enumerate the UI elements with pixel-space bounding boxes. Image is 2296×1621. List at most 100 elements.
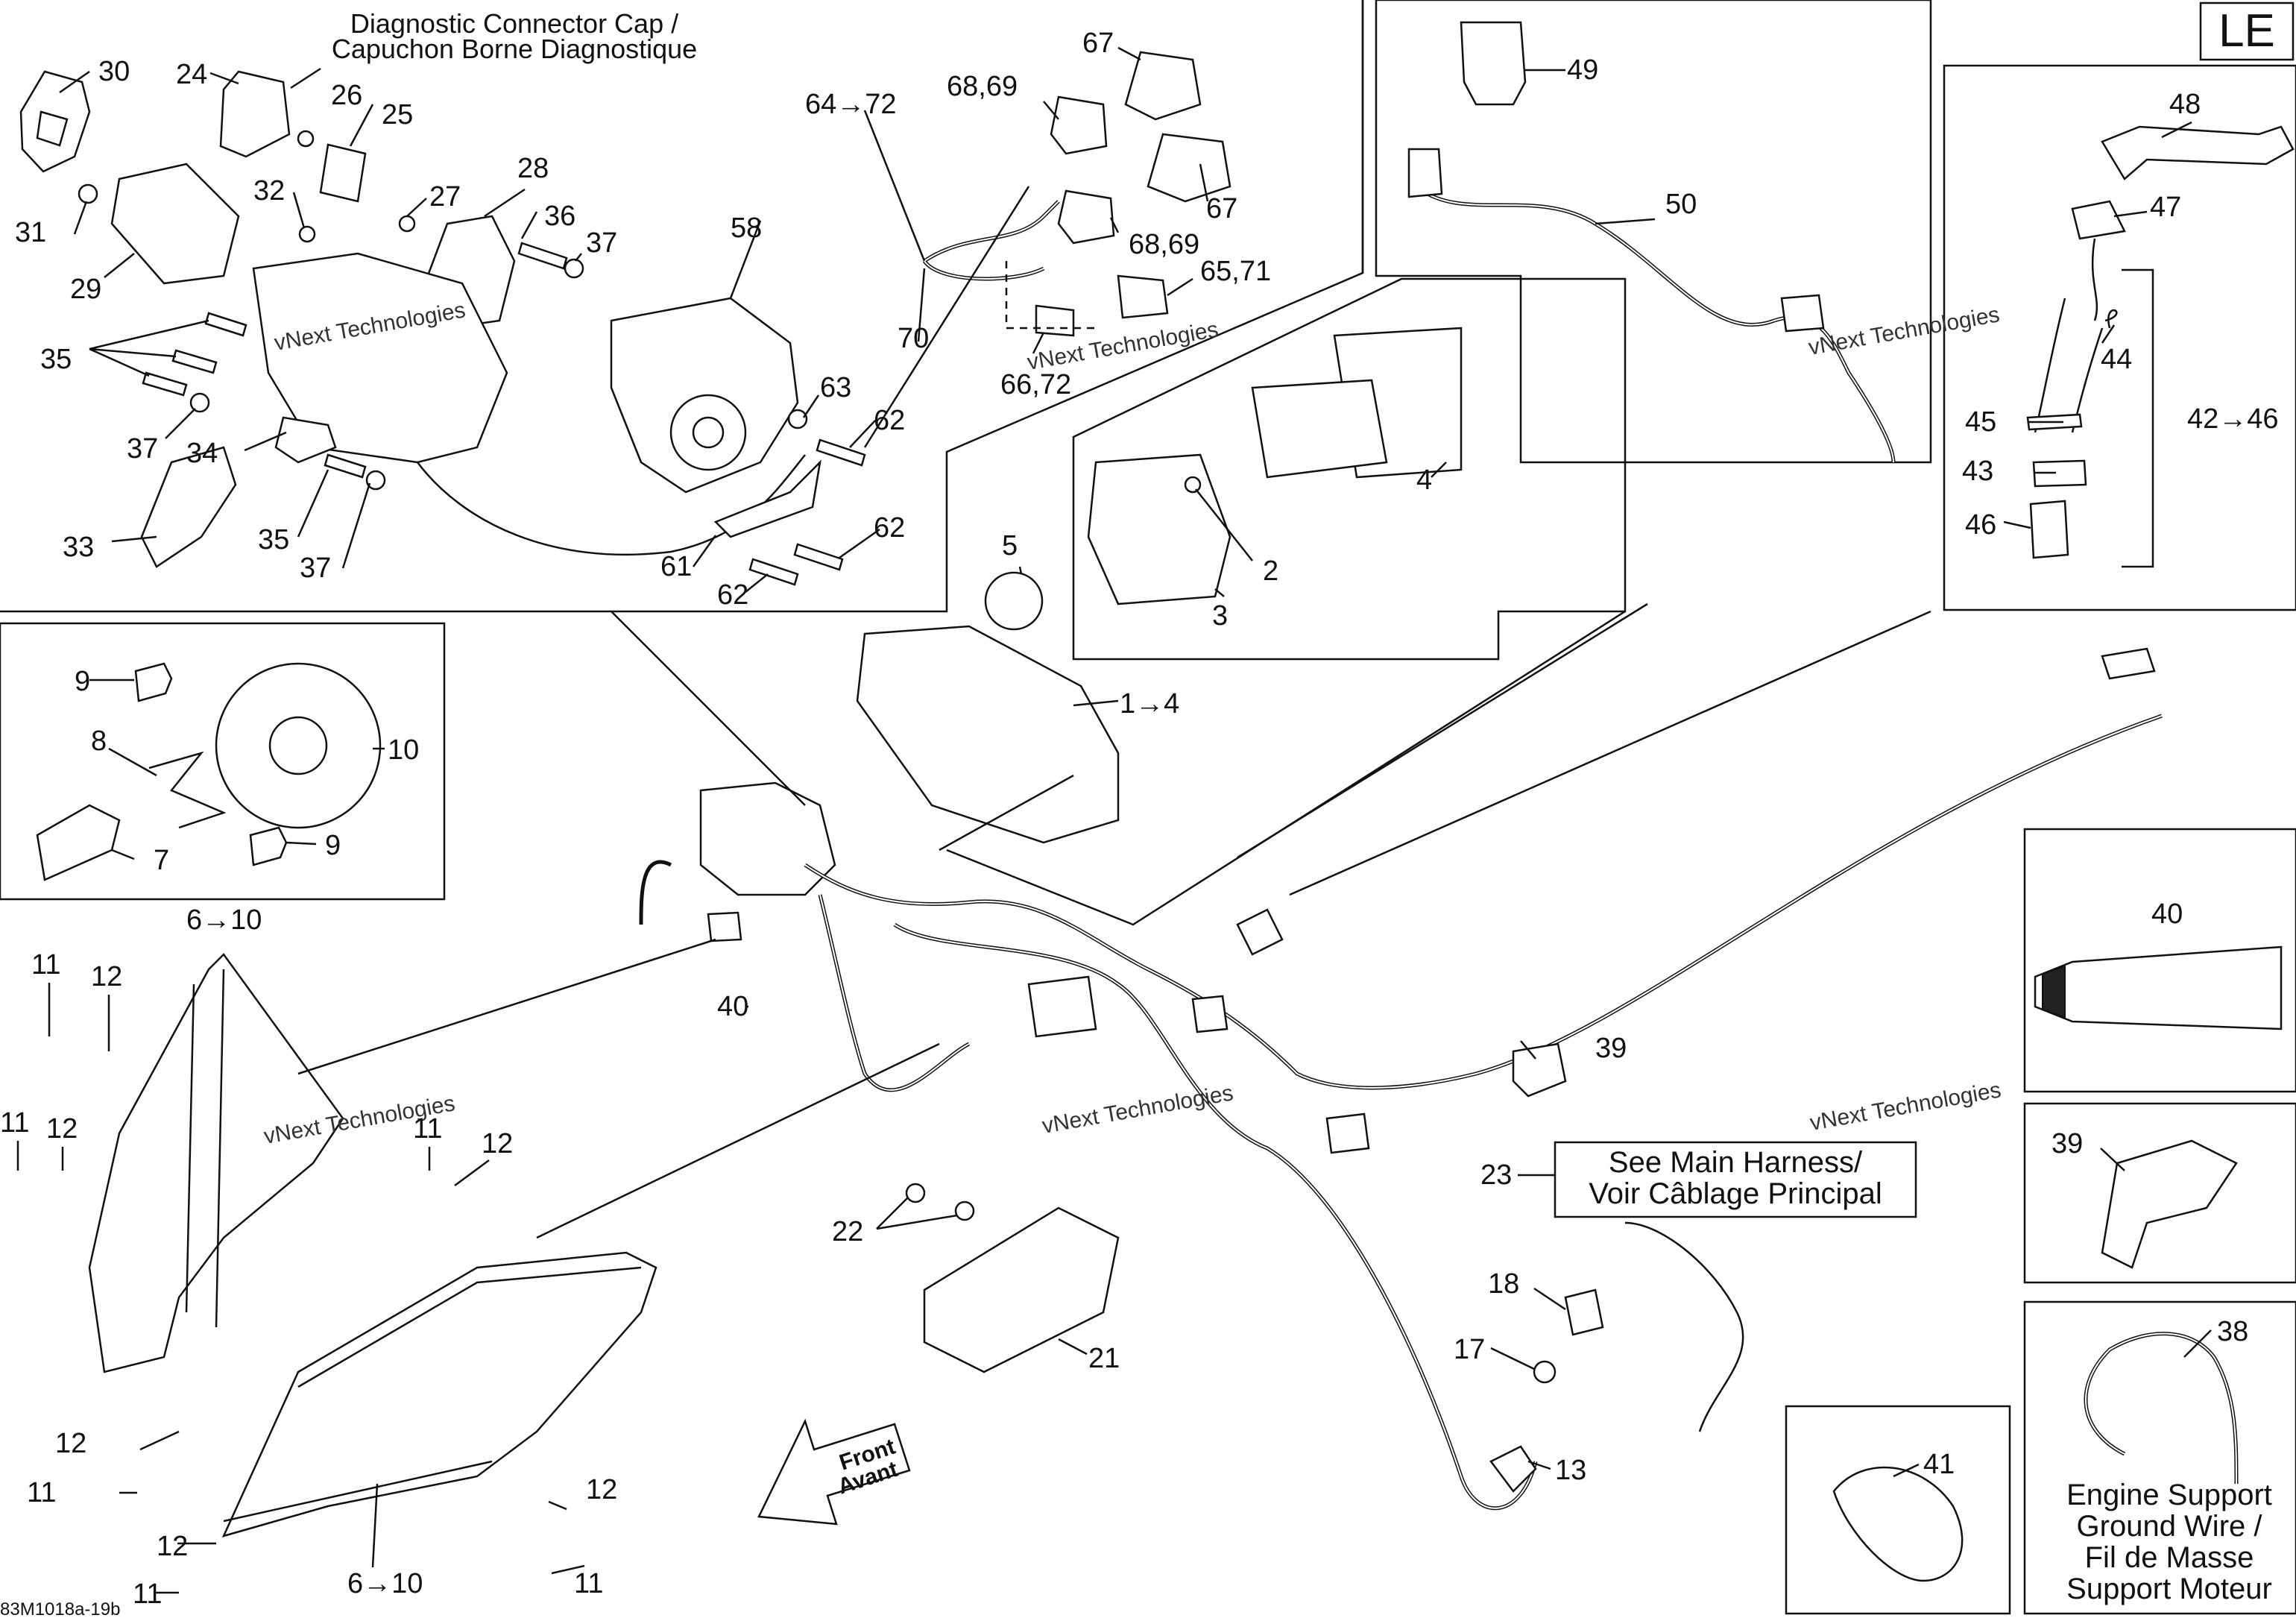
label-11b: 11 — [0, 1107, 29, 1139]
label-68-69a: 68,69 — [947, 71, 1018, 102]
diagnostic-cap-caption-fr: Capuchon Borne Diagnostique — [332, 34, 697, 64]
ring-terminal-44-drawing — [2104, 309, 2118, 329]
sensor-33-drawing — [140, 446, 237, 568]
label-65-71: 65,71 — [1200, 256, 1271, 287]
label-67b: 67 — [1206, 193, 1237, 224]
label-36: 36 — [544, 201, 575, 232]
clip-39b-drawing — [2101, 1139, 2238, 1269]
switch-harness-assembly — [1407, 21, 1896, 463]
nut-22b-drawing — [954, 1200, 975, 1221]
bolt-35d-drawing — [324, 453, 367, 479]
washer-27-drawing — [398, 215, 416, 233]
label-68-69b: 68,69 — [1129, 229, 1199, 260]
motor-hub-drawing — [692, 416, 725, 449]
main-harness-note-box — [1554, 1141, 1917, 1218]
label-23: 23 — [1480, 1159, 1512, 1191]
gauge-4b-drawing — [1251, 379, 1388, 479]
washer-37c-drawing — [365, 470, 386, 491]
label-28: 28 — [517, 153, 549, 184]
motor-assembly — [610, 297, 866, 586]
spring-8-drawing — [148, 751, 227, 829]
label-37a: 37 — [586, 227, 617, 259]
watermarks: vNext Technologies vNext Technologies vN… — [262, 298, 2002, 1149]
connector-side-drawing — [1191, 995, 1229, 1033]
label-12d: 12 — [586, 1474, 617, 1505]
plate-25-drawing — [319, 143, 367, 203]
le-badge: LE — [2218, 5, 2275, 57]
front-arrow-icon: Front Avant — [757, 1418, 911, 1526]
label-17: 17 — [1454, 1334, 1485, 1365]
label-7: 7 — [154, 845, 169, 876]
label-9b: 9 — [325, 830, 341, 861]
compound-panel-border — [2023, 828, 2296, 1093]
label-25: 25 — [382, 99, 413, 130]
label-3: 3 — [1212, 600, 1228, 632]
label-46: 46 — [1965, 509, 1996, 541]
bracket-61-drawing — [713, 459, 821, 538]
label-12e: 12 — [55, 1428, 86, 1459]
label-22: 22 — [832, 1216, 863, 1247]
label-11a: 11 — [31, 949, 60, 981]
label-11e: 11 — [27, 1477, 56, 1508]
relay-holder-68-69b-drawing — [1057, 189, 1115, 245]
main-harness-assembly — [639, 647, 2163, 1511]
clip-39a-drawing — [1512, 1042, 1567, 1098]
bulb-7-drawing — [36, 804, 121, 881]
relay-67a-drawing — [1124, 51, 1202, 121]
end-connector-drawing — [1325, 1112, 1370, 1154]
label-43: 43 — [1962, 456, 1993, 487]
switch-49-drawing — [1460, 21, 1527, 106]
label-37b: 37 — [127, 433, 158, 465]
label-12b: 12 — [46, 1113, 78, 1145]
bolt-62a-drawing — [816, 438, 866, 467]
sensor-48-drawing — [2101, 125, 2295, 180]
main-harness-wire-4 — [639, 860, 672, 925]
relay-holder-68-69a-drawing — [1050, 95, 1108, 155]
label-50: 50 — [1665, 189, 1697, 220]
nut-31-drawing — [78, 183, 98, 204]
switch-panel-border — [1375, 0, 1932, 464]
sensor-panel-border — [1943, 64, 2296, 611]
label-21: 21 — [1088, 1343, 1120, 1374]
compound-tube-40-drawing — [2034, 945, 2283, 1030]
label-12c: 12 — [482, 1128, 513, 1159]
washer-32-drawing — [298, 225, 316, 243]
ground-wire-caption-2: Ground Wire / — [2077, 1510, 2263, 1543]
label-32: 32 — [253, 175, 285, 207]
label-62c: 62 — [717, 579, 748, 611]
label-26: 26 — [331, 80, 362, 111]
washer-63-drawing — [787, 409, 808, 429]
label-6-10a: 6→10 — [186, 904, 262, 936]
label-58: 58 — [731, 213, 762, 244]
tether-cord-drawing — [1624, 1221, 1744, 1432]
label-13: 13 — [1555, 1455, 1586, 1486]
connector-24-drawing — [219, 70, 291, 158]
label-40a: 40 — [717, 991, 748, 1022]
ground-wire-caption-1: Engine Support — [2066, 1479, 2272, 1511]
label-10: 10 — [388, 734, 419, 766]
label-2: 2 — [1263, 555, 1278, 587]
fuse-holder-65-71-drawing — [1117, 274, 1169, 319]
label-1-4: 1→4 — [1120, 688, 1179, 720]
connector-66-72-drawing — [1035, 304, 1075, 337]
label-49: 49 — [1567, 54, 1598, 86]
label-34: 34 — [186, 438, 218, 469]
label-33: 33 — [63, 532, 94, 563]
tie-panel-border — [1785, 1405, 2011, 1615]
ground-wire-caption-3: Fil de Masse — [2085, 1541, 2254, 1574]
relay-assembly — [922, 51, 1231, 337]
label-61: 61 — [660, 551, 692, 582]
cable-tie-41-drawing — [1832, 1466, 1964, 1582]
label-12f: 12 — [157, 1531, 188, 1562]
nut-22a-drawing — [905, 1183, 926, 1203]
label-38: 38 — [2217, 1316, 2248, 1347]
label-44: 44 — [2101, 344, 2132, 375]
end-plug-drawing — [2101, 647, 2156, 680]
gauge-panel-border — [1072, 277, 1627, 661]
label-35a: 35 — [40, 344, 72, 375]
cluster-1-4-drawing — [856, 625, 1120, 844]
bolt-62c-drawing — [748, 558, 799, 586]
connector-46-drawing — [2029, 500, 2069, 559]
connector-40-drawing — [707, 911, 742, 942]
washer-37b-drawing — [189, 392, 210, 413]
